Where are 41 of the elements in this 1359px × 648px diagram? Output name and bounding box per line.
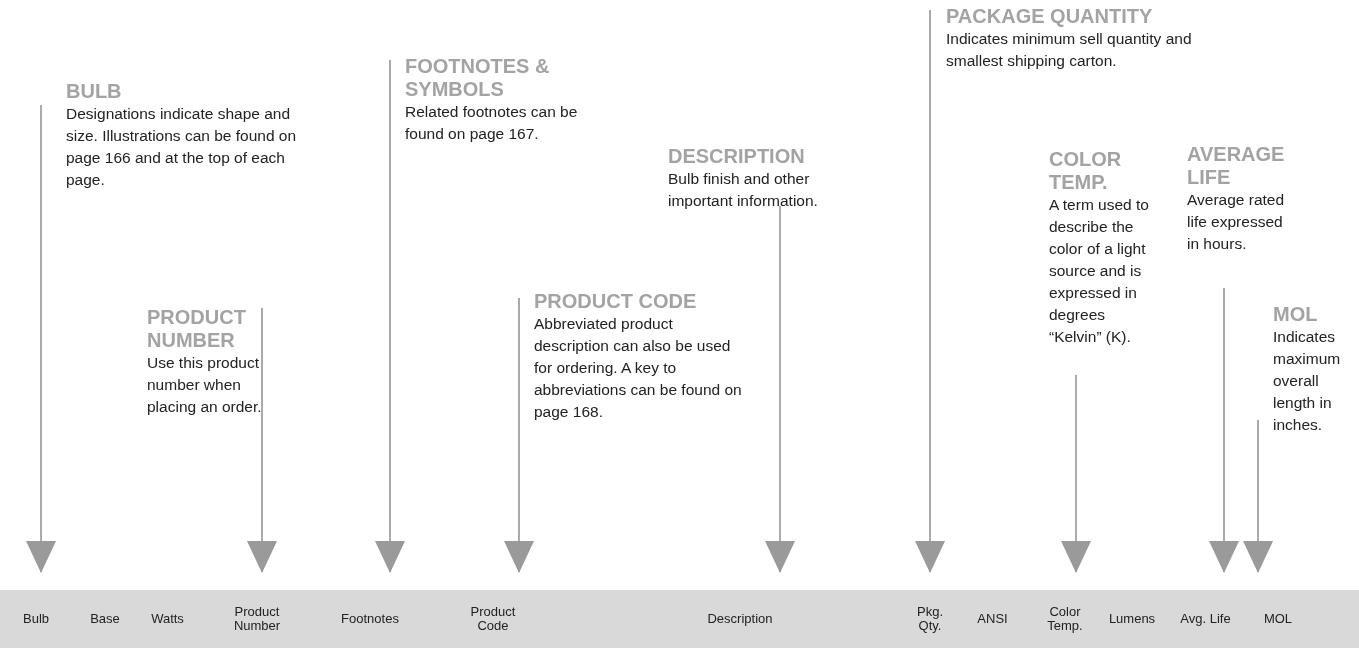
callout-heading: PRODUCT NUMBER (147, 306, 247, 352)
callout-description: Indicates maximum overall length in inches. (1273, 327, 1342, 435)
arrow (1061, 374, 1091, 573)
column-header: Product Number (232, 605, 282, 633)
callout-description: Abbreviated product description can also be used for ordering. A key to abbreviations can be found on page 168. (534, 314, 743, 422)
column-header: Watts (151, 612, 184, 626)
column-header: Avg. Life (1180, 612, 1231, 626)
column-header: Footnotes (341, 612, 399, 626)
callout-heading: DESCRIPTION (668, 145, 806, 168)
column-header: ANSI (977, 612, 1008, 626)
callout-description: Use this product number when placing an order. (147, 353, 263, 417)
callout-description: Average rated life expressed in hours. (1187, 190, 1286, 254)
arrow (765, 205, 795, 573)
column-header: Color Temp. (1046, 605, 1084, 633)
callout-description: Designations indicate shape and size. Illustrations can be found on page 166 and at the top of each page. (66, 104, 298, 190)
callout-heading: COLOR TEMP. (1049, 148, 1123, 194)
arrow (1209, 287, 1239, 573)
callout-heading: MOL (1273, 303, 1319, 326)
callout-description: Related footnotes can be found on page 167. (405, 102, 579, 144)
callout-description: Bulb finish and other important information. (668, 169, 819, 211)
callout-heading: BULB (66, 80, 123, 103)
callout-heading: PACKAGE QUANTITY (946, 5, 1154, 28)
callout-heading: PRODUCT CODE (534, 290, 698, 313)
arrow (247, 307, 277, 573)
arrow (915, 9, 945, 573)
column-header: Lumens (1108, 612, 1156, 626)
arrow (26, 104, 56, 573)
callout-heading: FOOTNOTES & SYMBOLS (405, 55, 551, 101)
column-header: Bulb (23, 612, 49, 626)
arrow (1243, 419, 1273, 573)
column-header: Product Code (469, 605, 517, 633)
arrow (504, 297, 534, 573)
callout-heading: AVERAGE LIFE (1187, 143, 1286, 189)
column-header: MOL (1263, 612, 1293, 626)
column-header: Base (90, 612, 120, 626)
column-header: Description (707, 612, 773, 626)
column-header: Pkg. Qty. (916, 605, 944, 633)
callout-description: Indicates minimum sell quantity and smallest shipping carton. (946, 29, 1193, 71)
header-bar (0, 590, 1359, 648)
arrow (375, 59, 405, 573)
callout-description: A term used to describe the color of a light source and is expressed in degrees “Kelvin” (K). (1049, 195, 1149, 347)
